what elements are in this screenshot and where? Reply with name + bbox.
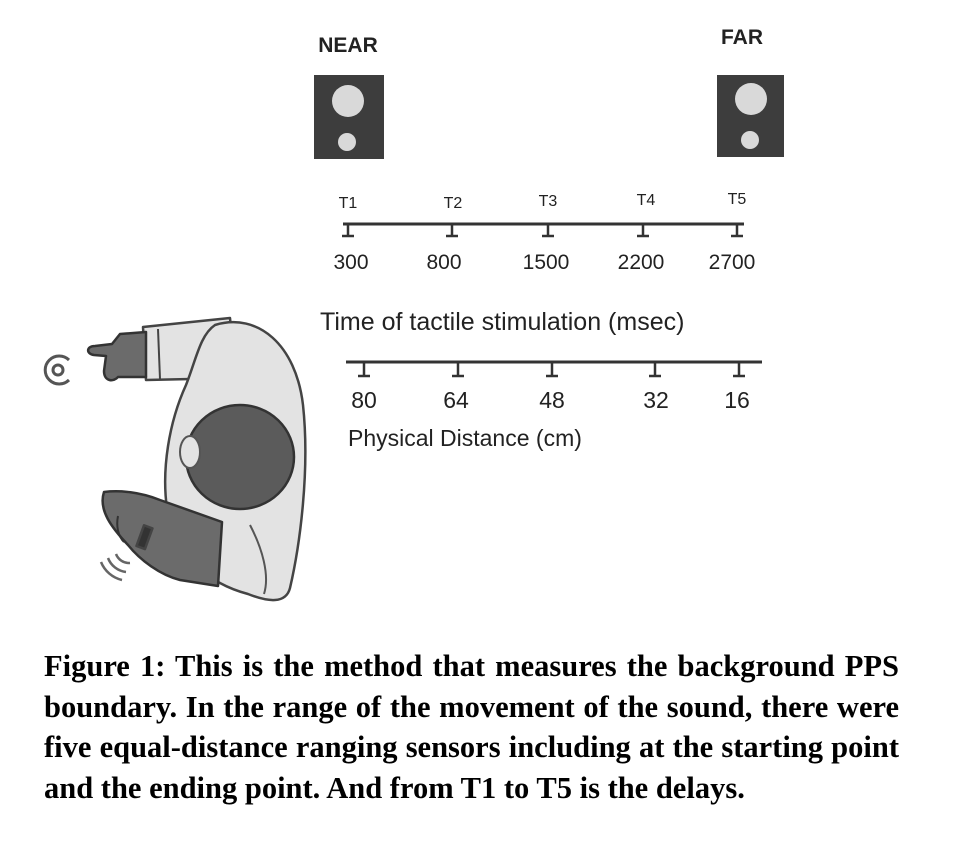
time-1500: 1500 [523, 251, 570, 274]
distance-64: 64 [443, 387, 469, 413]
marker-t1: T1 [339, 195, 358, 212]
time-800: 800 [426, 251, 461, 274]
touch-signal-icon [43, 354, 71, 386]
time-axis-label: Time of tactile stimulation (msec) [320, 308, 684, 336]
figure-caption: Figure 1: This is the method that measur… [44, 649, 899, 805]
marker-t4: T4 [637, 192, 656, 209]
far-speaker-icon [717, 75, 784, 157]
far-label: FAR [721, 26, 763, 49]
time-axis-ticks [342, 224, 743, 238]
time-2700: 2700 [709, 251, 756, 274]
distance-16: 16 [724, 387, 750, 413]
time-300: 300 [333, 251, 368, 274]
distance-48: 48 [539, 387, 565, 413]
distance-32: 32 [643, 387, 669, 413]
person-topdown-icon [43, 316, 307, 602]
near-label: NEAR [318, 34, 378, 57]
distance-80: 80 [351, 387, 377, 413]
marker-t5: T5 [728, 191, 747, 208]
marker-t2: T2 [444, 195, 463, 212]
distance-axis-ticks [358, 362, 745, 378]
distance-axis-label: Physical Distance (cm) [348, 425, 582, 451]
marker-t3: T3 [539, 193, 558, 210]
distance-axis: 80 64 48 32 16 Physical Distance (cm) [346, 360, 762, 451]
near-speaker-icon [314, 75, 384, 159]
time-axis: T1 T2 T3 T4 T5 300 800 1500 2200 2700 Ti… [320, 191, 755, 336]
time-2200: 2200 [618, 251, 665, 274]
vibration-signal-icon [99, 553, 131, 582]
